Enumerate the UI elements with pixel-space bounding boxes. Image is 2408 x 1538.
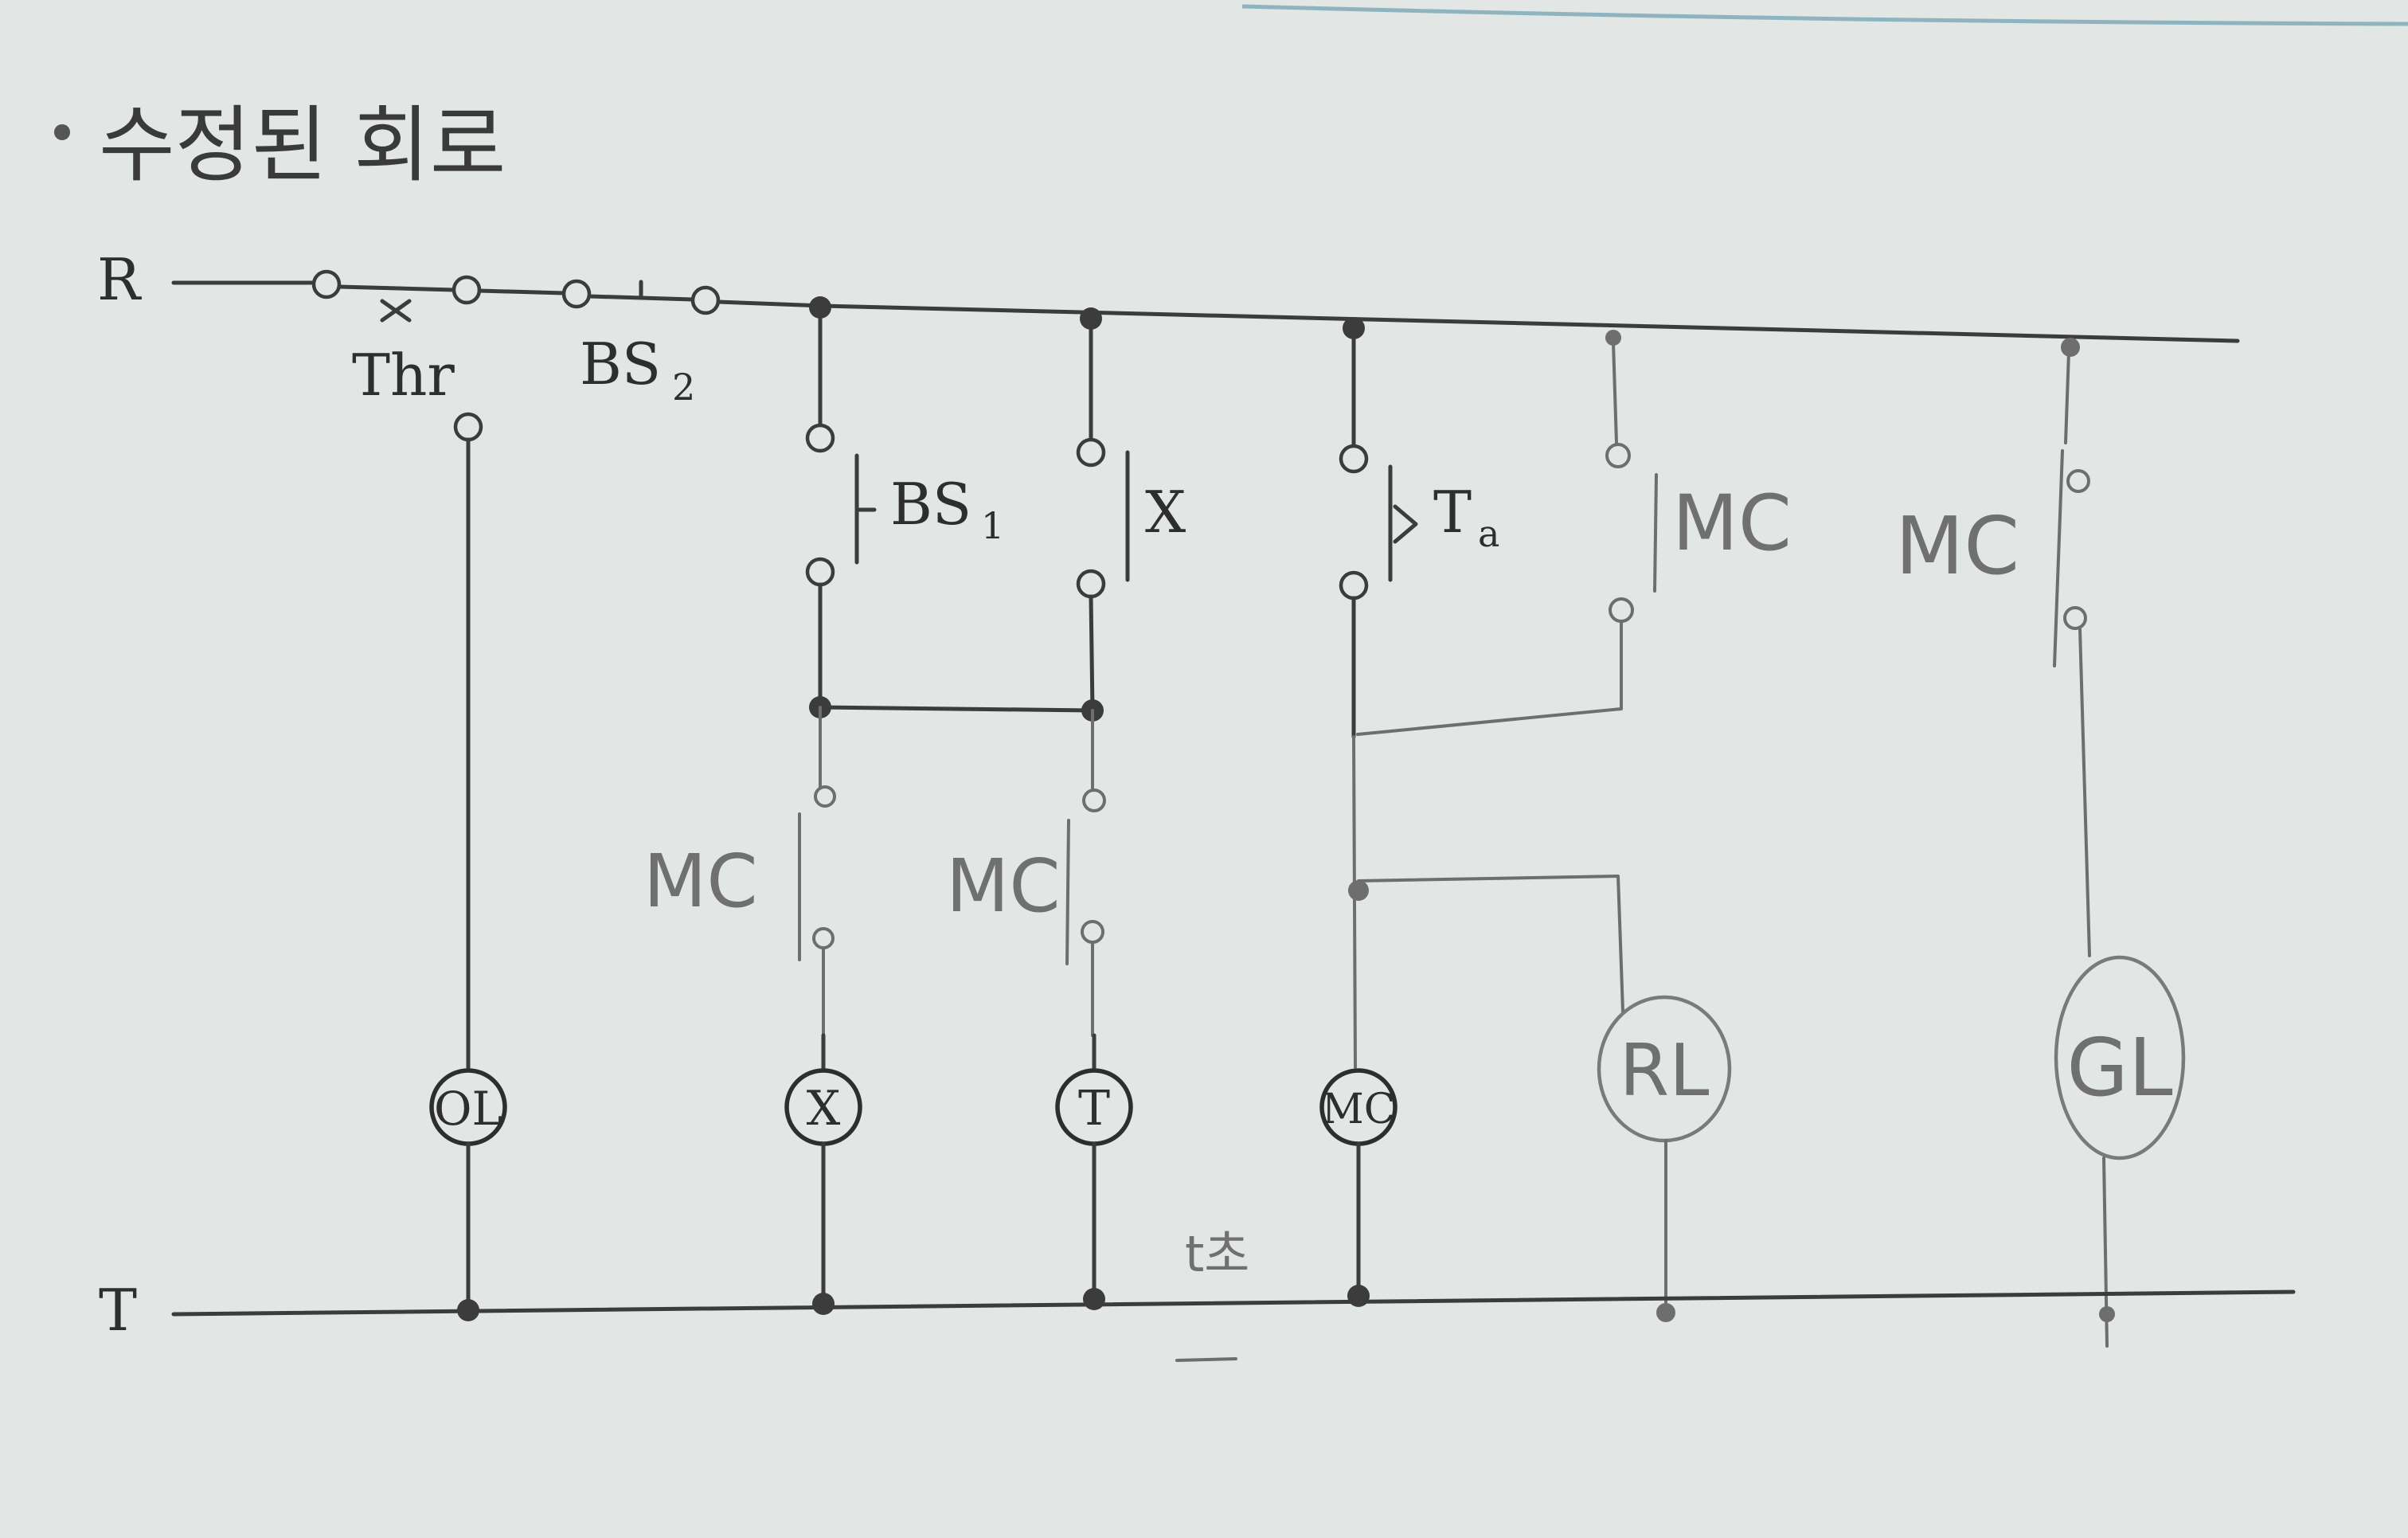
mc-contact-2-blade: [1065, 819, 1070, 965]
mc-gl-blade: [2053, 449, 2064, 667]
mc-gl-terminal-bottom: [2063, 606, 2087, 630]
x-parallel-bridge: [818, 705, 1095, 713]
col2-wire-mid: [1089, 594, 1095, 713]
ta-label: T: [1433, 479, 1472, 546]
x-contact-terminal-top: [1076, 437, 1106, 468]
node-r-col5: [2061, 338, 2080, 357]
rl-lamp-label: RL: [1620, 1029, 1710, 1113]
ta-terminal-top: [1339, 444, 1369, 474]
node-t-t: [1083, 1288, 1105, 1310]
mc-coil-label: MC: [1321, 1086, 1395, 1133]
mc-self-hold-return: [1356, 620, 1623, 736]
thr-label: Thr: [352, 342, 455, 409]
mc-self-hold-label: MC: [1672, 479, 1792, 568]
mc-contact-1-terminal-bottom: [812, 927, 835, 949]
col4-pencil-wire-a: [1612, 341, 1618, 444]
ol-branch-terminal: [453, 412, 483, 442]
ta-timer-contact: [1388, 464, 1418, 582]
node-col3-rl-junction: [1348, 880, 1369, 901]
rl-branch-wire: [1357, 875, 1624, 1013]
rail-r-main: [716, 299, 2240, 343]
bs1-terminal-bottom: [805, 557, 835, 587]
mc-self-hold-blade: [1653, 473, 1658, 593]
mc-contact-1-label: MC: [643, 839, 758, 924]
node-t-mc: [1347, 1285, 1370, 1307]
gl-lamp: [2054, 955, 2186, 1160]
gl-lamp-label: GL: [2066, 1021, 2172, 1114]
mc-contact-2-terminal-bottom: [1081, 920, 1104, 944]
bs2-label: BS: [580, 331, 661, 397]
time-note: t초: [1185, 1225, 1249, 1283]
x-contact-label: X: [1145, 479, 1186, 546]
bs2-terminal-right: [690, 285, 721, 315]
mc-contact-2-terminal-top: [1082, 789, 1106, 812]
mc-contact-1-terminal-top: [814, 785, 836, 808]
mc-self-hold-terminal-bottom: [1609, 597, 1634, 623]
rail-r-label: R: [97, 246, 142, 313]
mc-self-hold-terminal-top: [1605, 443, 1631, 468]
bs2-subscript: 2: [672, 366, 695, 409]
mc-gl-terminal-top: [2066, 469, 2090, 493]
col5-pencil-wire-a: [2064, 350, 2070, 444]
page-title: 수정된 회로: [99, 96, 506, 194]
title-bullet-dot: [54, 124, 70, 140]
col5-pencil-wire-b: [2078, 628, 2091, 957]
col3-pencil-wire: [1352, 735, 1357, 1069]
mc-contact-2-label: MC: [946, 843, 1061, 929]
x-coil-label: X: [807, 1081, 841, 1137]
bs1-contact: [854, 453, 877, 565]
page-edge-line: [1241, 4, 2408, 26]
bs1-subscript: 1: [981, 504, 1004, 547]
t-coil-label: T: [1078, 1081, 1110, 1137]
thr-contact-bar: [337, 284, 456, 292]
thr-terminal-left: [311, 269, 342, 299]
rail-t-label: T: [99, 1277, 137, 1344]
mc-gl-label: MC: [1895, 499, 2019, 593]
node-t-rl: [1656, 1303, 1675, 1322]
node-t-ol: [457, 1299, 479, 1321]
node-r-col4: [1605, 330, 1621, 346]
ta-terminal-bottom: [1339, 570, 1369, 601]
ta-subscript: a: [1478, 512, 1499, 555]
thr-terminal-right: [452, 275, 482, 305]
x-contact-terminal-bottom: [1076, 569, 1106, 599]
bs2-terminal-left: [561, 279, 592, 309]
rail-r-wire-thr-bs2: [477, 288, 566, 295]
node-t-x: [812, 1293, 835, 1315]
time-note-mark: [1175, 1357, 1237, 1362]
rail-t-main: [171, 1289, 2296, 1317]
ol-coil-label: OL: [434, 1082, 502, 1136]
bs1-terminal-top: [805, 423, 835, 453]
thr-cross-mark: [380, 299, 412, 323]
bs1-label: BS: [890, 471, 971, 538]
node-t-gl: [2099, 1306, 2115, 1322]
